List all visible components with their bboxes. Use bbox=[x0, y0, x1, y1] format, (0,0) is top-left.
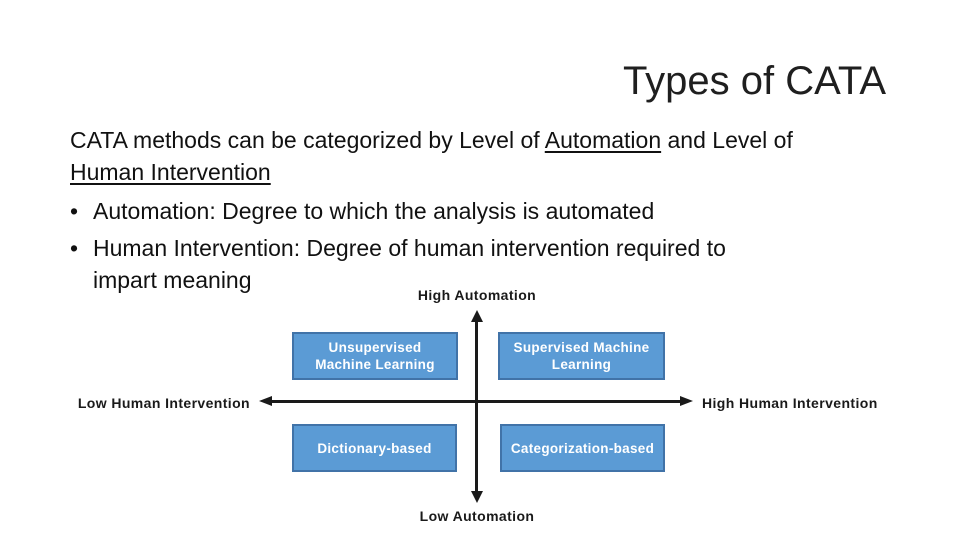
intro-underline-automation: Automation bbox=[544, 127, 662, 153]
quadrant-label: Categorization-based bbox=[510, 440, 655, 456]
arrow-right-icon bbox=[680, 396, 693, 406]
quadrant-label: Supervised Machine Learning bbox=[513, 340, 650, 372]
bullet-text: Automation: Degree to which the analysis… bbox=[93, 198, 655, 224]
horizontal-axis-line bbox=[271, 400, 681, 403]
quadrant-box-unsupervised-machine-learning: Unsupervised Machine Learning bbox=[292, 332, 458, 380]
bullet-text-line-2: impart meaning bbox=[93, 267, 252, 293]
body-text-block: CATA methods can be categorized by Level… bbox=[70, 124, 900, 296]
intro-paragraph: CATA methods can be categorized by Level… bbox=[70, 124, 900, 188]
quadrant-label: Unsupervised Machine Learning bbox=[315, 340, 435, 372]
quadrant-box-categorization-based: Categorization-based bbox=[500, 424, 665, 472]
axis-label-high-automation: High Automation bbox=[417, 287, 537, 303]
quadrant-box-dictionary-based: Dictionary-based bbox=[292, 424, 457, 472]
axis-label-low-human-intervention: Low Human Intervention bbox=[77, 395, 250, 411]
bullet-icon: • bbox=[70, 235, 79, 261]
bullet-icon: • bbox=[70, 198, 79, 224]
intro-segment-2: and Level of bbox=[661, 127, 793, 153]
quadrant-label: Dictionary-based bbox=[317, 440, 432, 456]
arrow-left-icon bbox=[259, 396, 272, 406]
bullet-text-line-1: Human Intervention: Degree of human inte… bbox=[93, 235, 726, 261]
arrow-down-icon bbox=[470, 491, 483, 503]
slide-title: Types of CATA bbox=[622, 59, 886, 103]
quadrant-box-supervised-machine-learning: Supervised Machine Learning bbox=[498, 332, 665, 380]
bullet-item-human-intervention: • Human Intervention: Degree of human in… bbox=[70, 232, 900, 296]
bullet-text: Human Intervention: Degree of human inte… bbox=[93, 232, 900, 296]
bullet-item-automation: • Automation: Degree to which the analys… bbox=[70, 195, 900, 227]
intro-segment-1: CATA methods can be categorized by Level… bbox=[70, 127, 545, 153]
axis-label-high-human-intervention: High Human Intervention bbox=[702, 395, 878, 411]
vertical-axis-line bbox=[475, 321, 478, 492]
bullet-list: • Automation: Degree to which the analys… bbox=[70, 195, 900, 296]
intro-underline-human-intervention: Human Intervention bbox=[70, 159, 271, 185]
axis-label-low-automation: Low Automation bbox=[419, 508, 535, 524]
arrow-up-icon bbox=[470, 310, 483, 322]
